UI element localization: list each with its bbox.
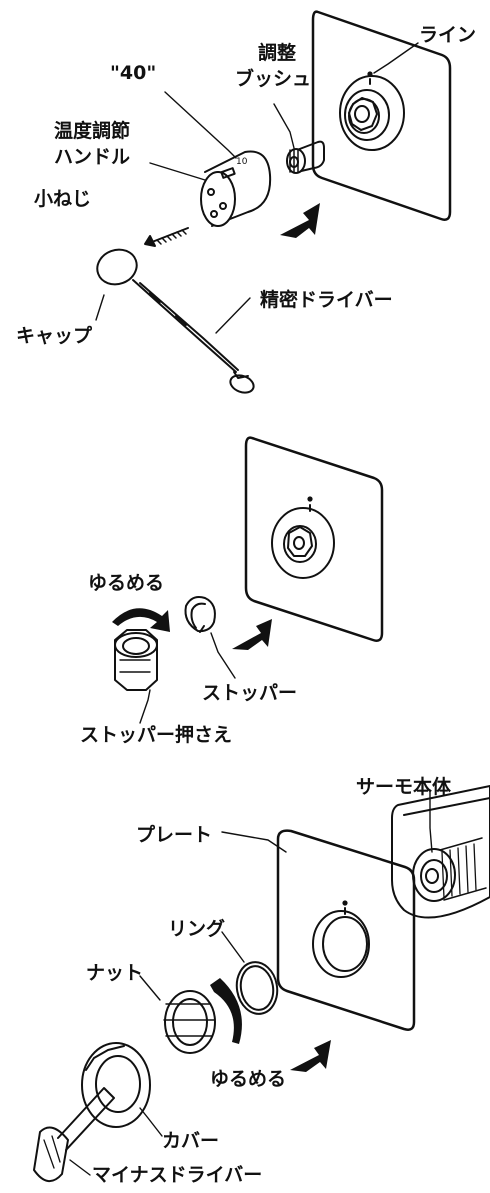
temperature-handle: 10 [200,150,272,227]
minus-driver [33,1087,115,1182]
push-arrow-2 [232,619,272,650]
label-cap: キャップ [16,325,93,347]
label-mark-40: "40" [110,62,157,84]
cover-part [81,1042,151,1128]
nut-part [163,990,216,1054]
label-adjust-bushing-line2: ブッシュ [235,68,312,90]
panel-1-disassembly: 10 [95,10,452,394]
label-temperature-handle-line1: 温度調節 [54,120,131,142]
push-arrow [280,203,320,238]
leader-lines-panel-3 [69,789,433,1176]
thermo-body [391,785,490,919]
label-adjust-bushing-line1: 調整 [257,42,296,64]
stopper-ring [184,596,216,633]
small-screw [144,227,189,247]
precision-driver [96,248,255,394]
label-stopper: ストッパー [202,682,298,704]
label-stopper-holder: ストッパー押さえ [80,724,233,746]
stopper-holder [114,629,158,691]
ring-part [235,961,279,1015]
rotate-arrow [112,608,170,632]
svg-text:10: 10 [236,157,248,167]
label-temperature-handle-line2: ハンドル [54,146,131,168]
panel-2-stopper [112,436,384,724]
label-loosen: ゆるめる [88,572,165,594]
label-ring: リング [168,918,226,940]
label-minus-driver: マイナスドライバー [92,1164,263,1186]
push-arrow-3 [290,1040,331,1072]
rotate-arrow-3 [210,978,242,1044]
label-thermo-body: サーモ本体 [356,776,452,798]
label-loosen-3: ゆるめる [210,1068,287,1090]
label-plate: プレート [136,824,213,846]
wall-plate-3 [276,829,416,1031]
label-small-screw: 小ねじ [34,188,92,210]
wall-plate-2 [244,436,384,642]
leader-lines-panel-2 [139,632,236,724]
label-precision-driver: 精密ドライバー [260,289,393,311]
label-cover: カバー [162,1130,220,1152]
wall-plate [311,10,452,221]
panel-3-cover-removal [33,785,490,1182]
label-line: ライン [419,24,477,46]
label-nut: ナット [86,962,144,984]
adjust-bushing [286,140,325,174]
leader-lines-panel-1 [95,42,419,334]
